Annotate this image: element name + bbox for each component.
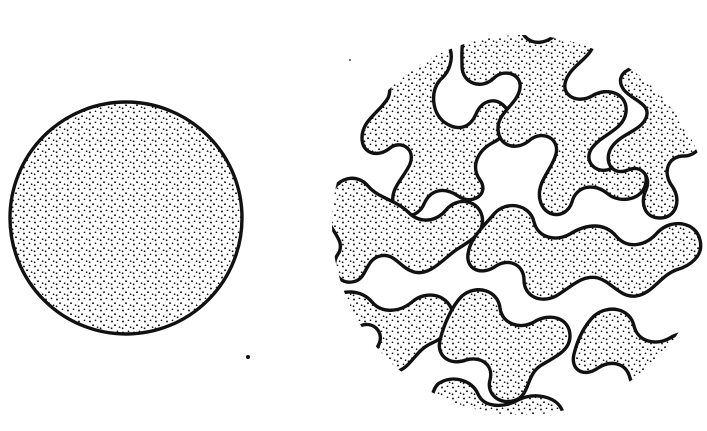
speck-2 [349,59,351,61]
domain-branch-6 [328,292,454,372]
domain-branch-8 [573,309,700,391]
right-domain-pattern [327,18,704,430]
domain-branch-5 [468,206,701,300]
speck-1 [246,355,250,359]
left-disc [10,102,242,334]
